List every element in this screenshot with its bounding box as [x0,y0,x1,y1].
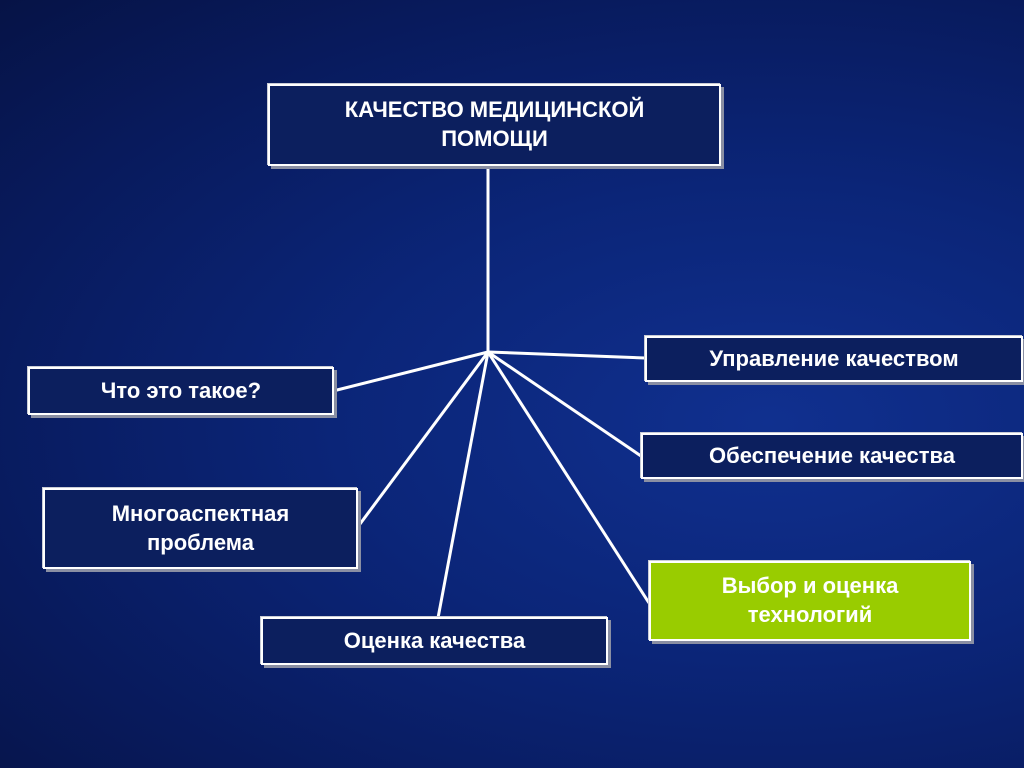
node-quality-management: Управление качеством [645,336,1023,382]
node-quality-assessment: Оценка качества [261,617,608,665]
node-technology-line2: технологий [747,602,873,627]
node-multi-aspect-line1: Многоаспектная [111,500,290,526]
node-technology-selection: Выбор и оценка технологий [649,561,971,641]
root-node-line1: КАЧЕСТВО МЕДИЦИНСКОЙ [344,97,645,123]
connector-technologies [486,351,651,604]
node-quality-assurance: Обеспечение качества [641,433,1023,479]
node-multi-aspect-problem: Многоаспектная проблема [43,488,358,569]
connector-quality-management [487,350,646,360]
node-multi-aspect-line2: проблема [146,529,255,555]
node-quality-management-label: Управление качеством [709,345,959,371]
node-technology-line1: Выбор и оценка [721,573,899,599]
node-quality-assurance-label: Обеспечение качества [709,442,955,468]
connector-quality-assurance [487,350,642,458]
node-what-is: Что это такое? [28,367,334,415]
connector-quality-assessment [436,351,490,619]
node-quality-assessment-label: Оценка качества [343,627,526,653]
connector-what-is [332,350,489,393]
connector-multi-aspect [355,351,490,529]
node-what-is-label: Что это такое? [100,377,262,403]
root-node-medical-care-quality: КАЧЕСТВО МЕДИЦИНСКОЙ ПОМОЩИ [268,84,721,166]
root-node-line2: ПОМОЩИ [441,126,548,151]
